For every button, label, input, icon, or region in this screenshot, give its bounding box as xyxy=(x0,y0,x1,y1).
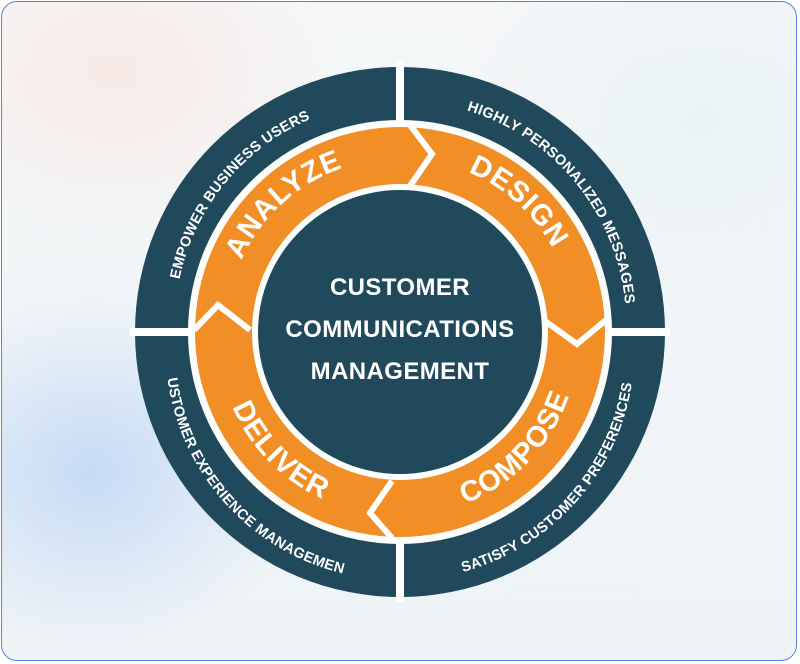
arrow-notch-bottom xyxy=(366,479,395,540)
cycle-arrow-notches xyxy=(191,123,608,540)
arrow-notch-top xyxy=(407,123,436,188)
arrow-notch-left xyxy=(191,300,252,333)
center-circle xyxy=(258,190,542,474)
arrow-notch-right xyxy=(543,317,608,348)
center-title-line-1: CUSTOMER xyxy=(330,274,470,301)
center-title-line-2: COMMUNICATIONS xyxy=(285,316,514,343)
center-title-line-3: MANAGEMENT xyxy=(311,358,490,385)
